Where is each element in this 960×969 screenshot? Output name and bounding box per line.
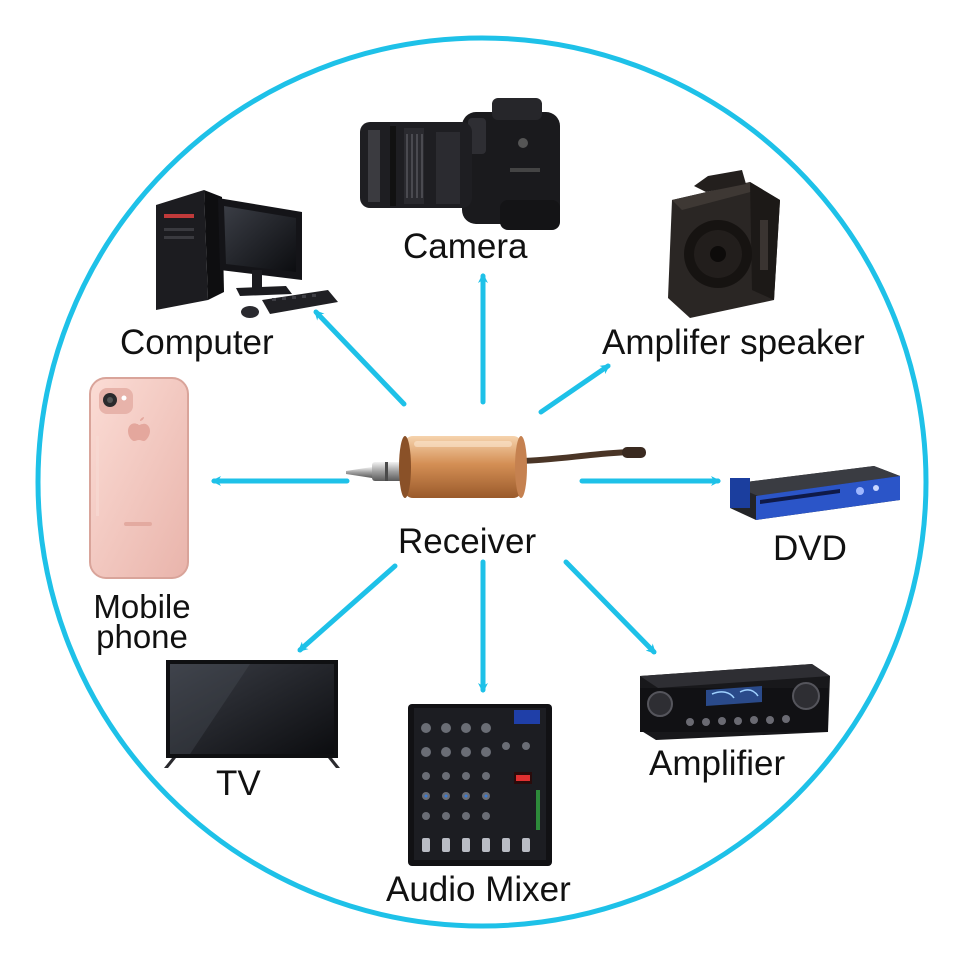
mobile-phone-icon <box>89 377 189 579</box>
computer-label: Computer <box>120 323 274 362</box>
camera-label: Camera <box>403 227 528 266</box>
dvd-player-icon <box>730 466 900 520</box>
phone-label-line2: phone <box>96 618 188 655</box>
arrow-to-computer <box>313 309 407 407</box>
audio-mixer-icon <box>408 704 552 866</box>
outer-ring <box>35 35 929 929</box>
arrow-to-tv <box>297 563 398 653</box>
arrow-to-speaker <box>538 363 611 415</box>
arrows <box>211 273 721 693</box>
camera-icon <box>360 98 560 230</box>
phone-label: Mobile phone <box>80 588 204 655</box>
speaker-icon <box>668 170 780 318</box>
receiver-label: Receiver <box>398 522 537 561</box>
phone-label-line1: Mobile <box>93 588 191 625</box>
mixer-knobs <box>421 723 530 820</box>
tv-label: TV <box>216 764 261 803</box>
dvd-label: DVD <box>773 529 847 568</box>
arrow-to-amplifier <box>563 559 657 655</box>
speaker-label: Amplifer speaker <box>602 323 865 362</box>
mixer-label: Audio Mixer <box>386 870 571 909</box>
receiver-plug-icon <box>346 436 646 498</box>
amplifier-icon <box>640 664 830 740</box>
computer-icon <box>156 190 338 318</box>
amplifier-label: Amplifier <box>649 744 786 783</box>
tv-icon <box>164 660 340 768</box>
